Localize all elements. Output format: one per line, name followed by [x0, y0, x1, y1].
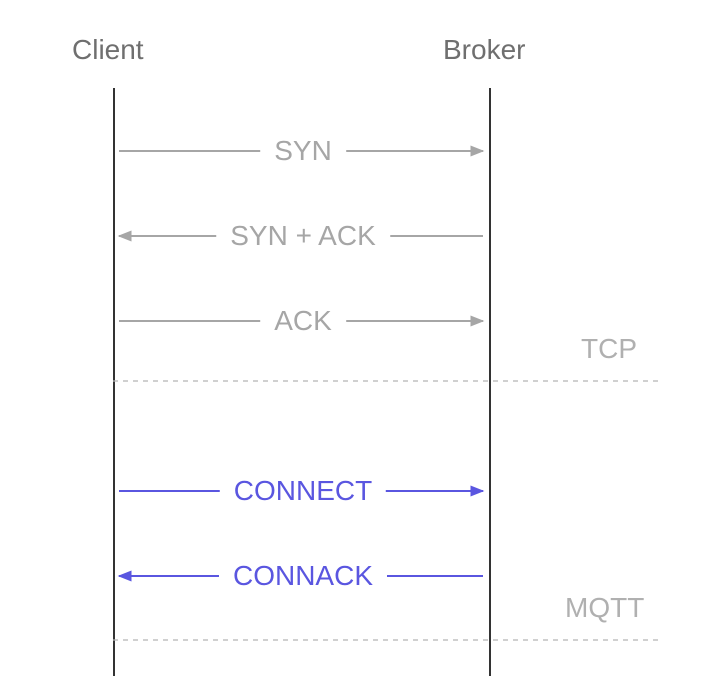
- message-connack-label: CONNACK: [218, 559, 388, 593]
- layer-mqtt-label: MQTT: [565, 592, 645, 623]
- client-lifeline: [113, 88, 115, 676]
- broker-lifeline: [489, 88, 491, 676]
- layer-tcp-label: TCP: [581, 333, 637, 364]
- message-syn-label: SYN: [260, 134, 346, 168]
- message-syn-ack-label: SYN + ACK: [216, 219, 390, 253]
- actor-broker-label: Broker: [443, 34, 526, 65]
- actor-client-label: Client: [72, 34, 144, 65]
- message-ack-label: ACK: [260, 304, 346, 338]
- message-connect-label: CONNECT: [219, 474, 387, 508]
